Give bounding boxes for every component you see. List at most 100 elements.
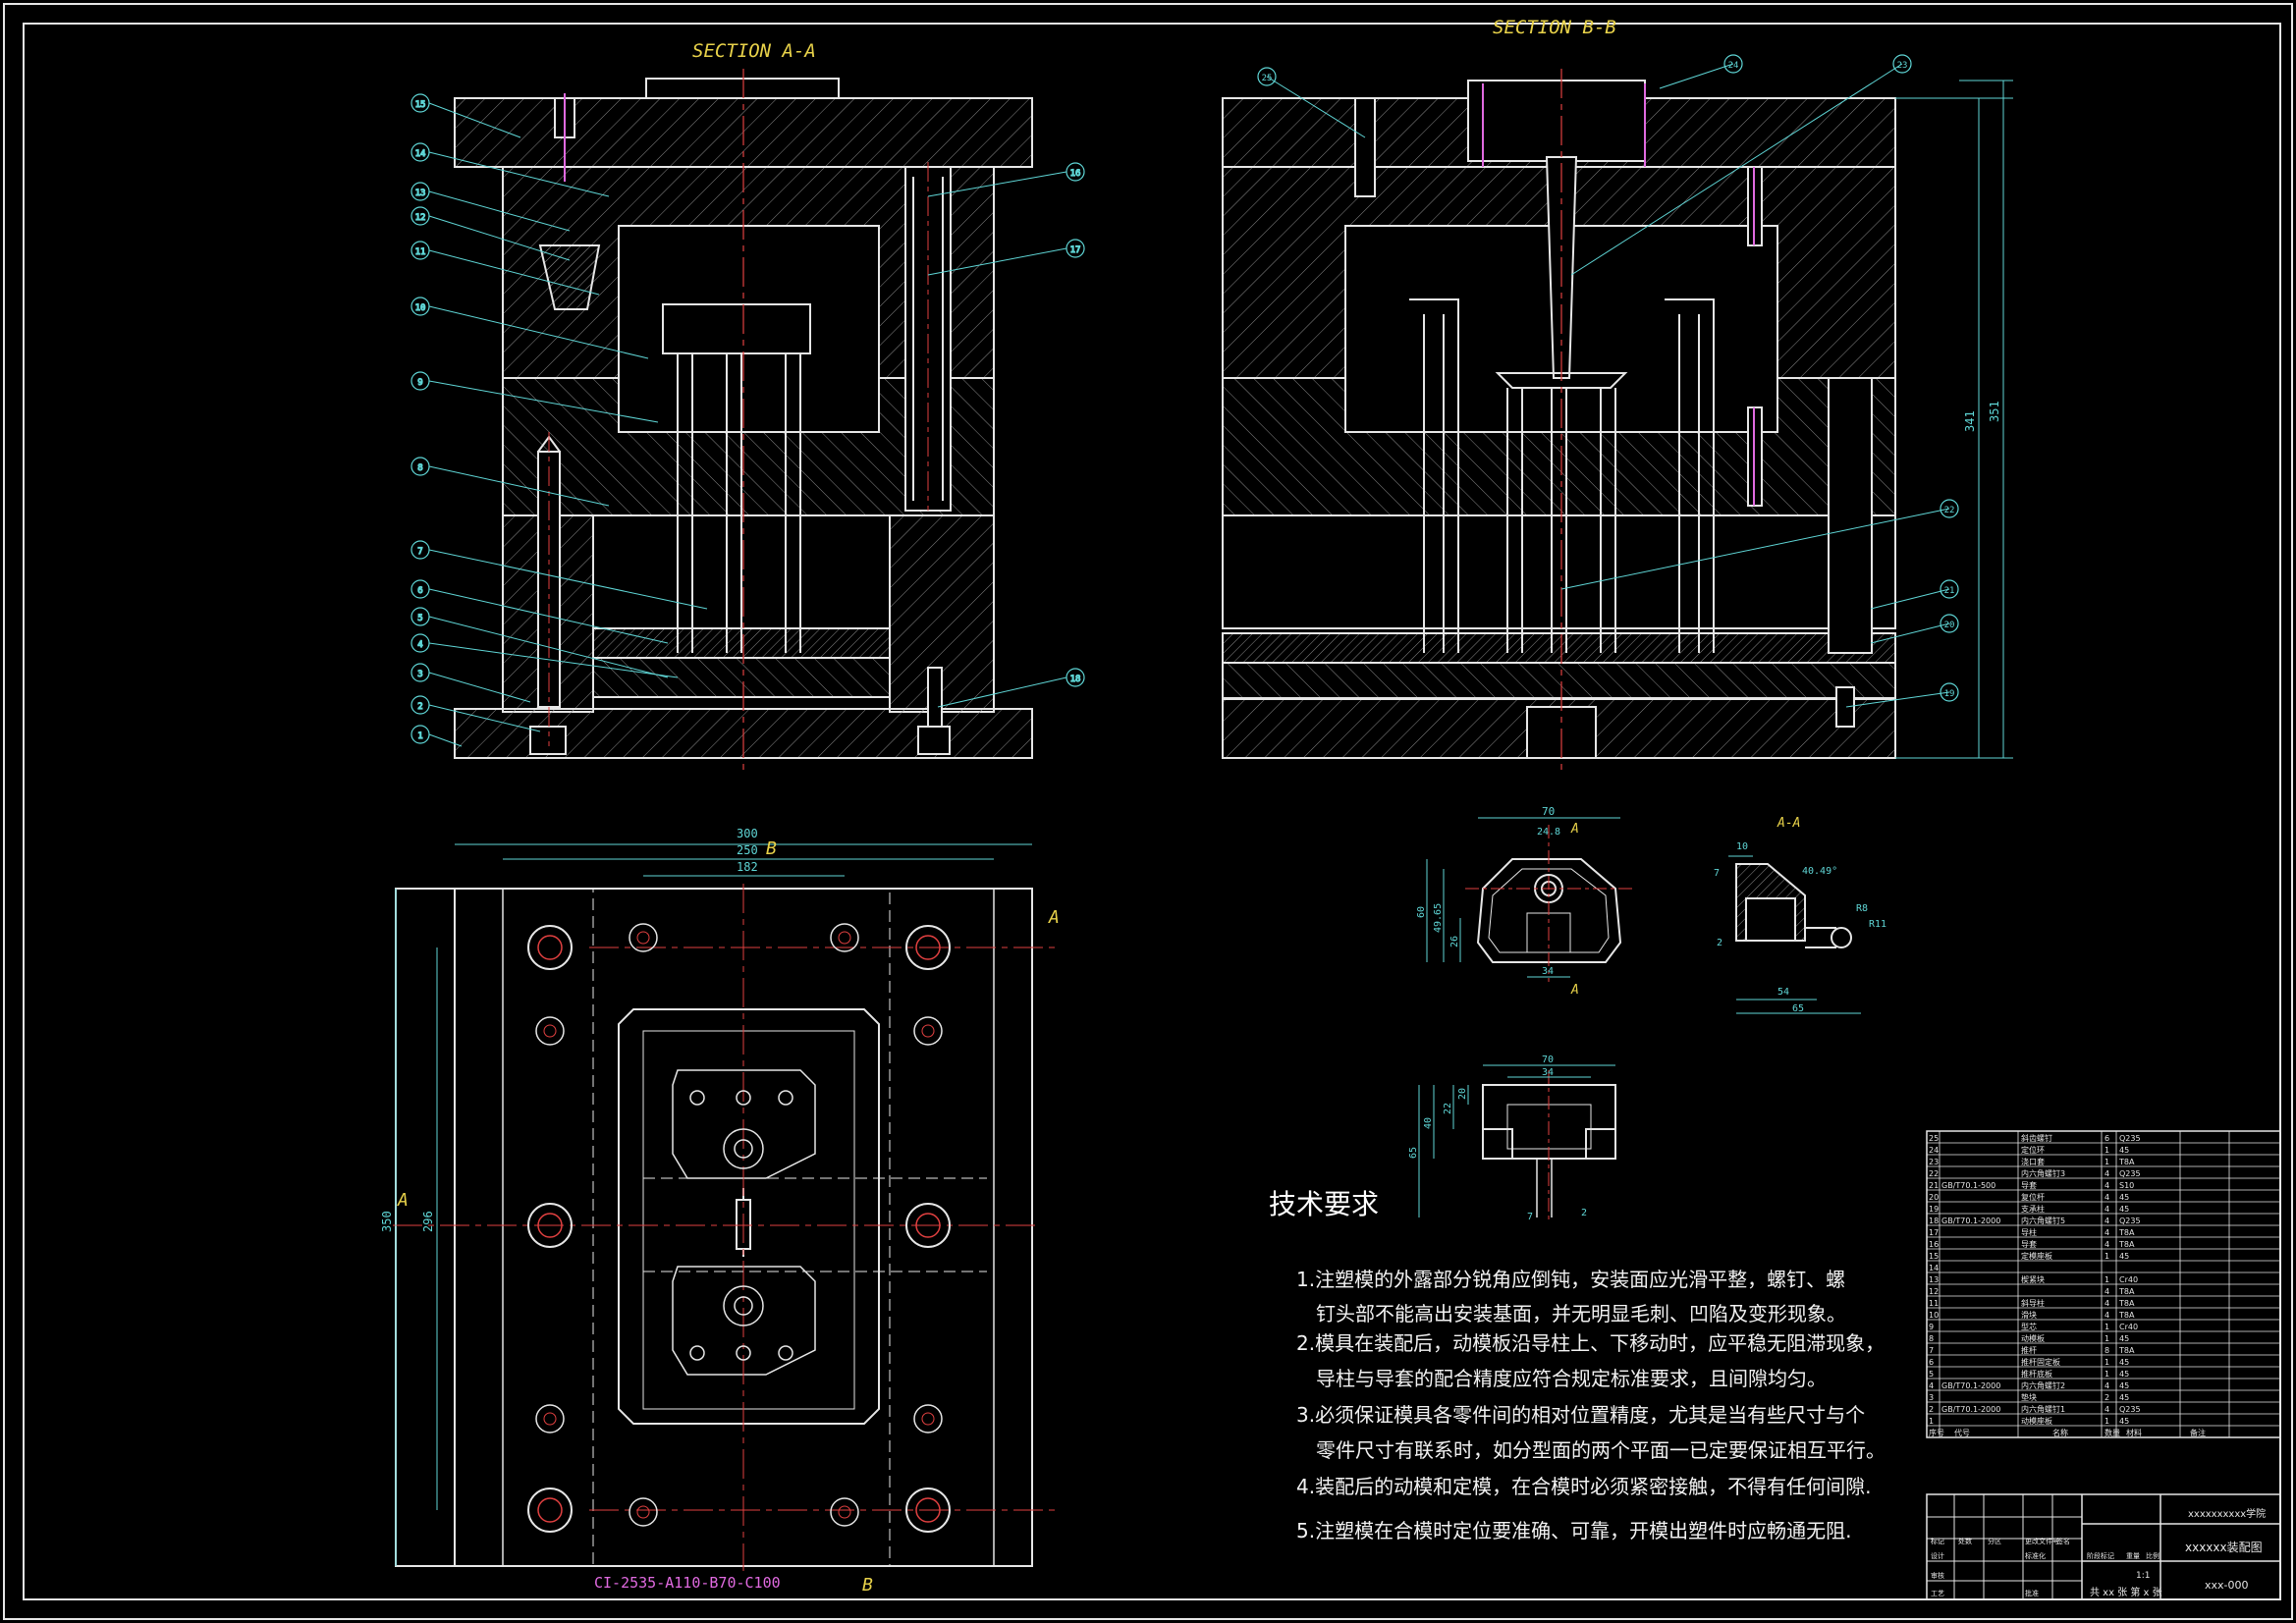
bom-cell: 4 <box>2105 1228 2109 1237</box>
bom-cell: 4 <box>1929 1381 1934 1390</box>
callout-label-9: 9 <box>417 378 422 388</box>
bom-cell: 45 <box>2119 1252 2129 1261</box>
bom-cell: 1 <box>2105 1275 2109 1284</box>
inner-border <box>23 23 2281 1600</box>
sec-dim-2: 2 <box>1717 938 1722 948</box>
tech-line-3: 2.模具在装配后，动模板沿导柱上、下移动时，应平稳无阻滞现象， <box>1296 1331 1885 1355</box>
callout-label-7: 7 <box>417 547 422 557</box>
screw-hole <box>629 1497 658 1527</box>
bom-cell: 45 <box>2119 1205 2129 1214</box>
bom-cell: 定模座板 <box>2021 1251 2052 1261</box>
bom-cell: 8 <box>1929 1334 1934 1343</box>
bom-cell: 2 <box>1929 1405 1934 1414</box>
bom-cell: 动模板 <box>2021 1333 2045 1343</box>
screw-hole-inner <box>636 931 650 945</box>
section-mark-b-top: B <box>766 839 777 859</box>
ejector-pin <box>689 1090 705 1106</box>
bom-cell: 4 <box>2105 1287 2109 1296</box>
bom-header-cell: 数量 <box>2105 1428 2120 1437</box>
bom-cell: 1 <box>2105 1252 2109 1261</box>
screw-hole <box>913 1016 943 1046</box>
bom-cell: 楔紧块 <box>2021 1274 2045 1284</box>
callout-label-17: 17 <box>1070 245 1081 255</box>
callout-label-19: 19 <box>1944 689 1955 699</box>
tb-drawing-no: xxx-000 <box>2205 1579 2249 1592</box>
guide-hole-inner <box>537 1213 563 1238</box>
bom-cell: 19 <box>1929 1205 1939 1214</box>
bom-cell: 5 <box>1929 1370 1934 1379</box>
callout-label-4: 4 <box>417 640 422 650</box>
bom-cell: 24 <box>1929 1146 1939 1155</box>
height-dim-2: 341 <box>1963 410 1977 432</box>
top-dim-49-65: 49.65 <box>1433 903 1444 933</box>
callout-label-14: 14 <box>415 149 426 159</box>
callout-label-25: 25 <box>1262 74 1273 83</box>
bom-cell: 内六角螺钉1 <box>2021 1404 2065 1414</box>
bom-cell: 3 <box>1929 1393 1934 1402</box>
bom-cell: 25 <box>1929 1134 1939 1143</box>
callout-23 <box>1892 54 1912 74</box>
bom-cell: 推杆 <box>2021 1345 2037 1355</box>
bom-cell: 45 <box>2119 1417 2129 1426</box>
ejector-pin <box>778 1345 793 1361</box>
bom-cell: 1 <box>2105 1370 2109 1379</box>
callout-label-13: 13 <box>415 189 426 198</box>
tech-title: 技术要求 <box>1269 1188 1379 1220</box>
tb-label-1: 处数 <box>1958 1537 1972 1545</box>
bom-cell: GB/T70.1-2000 <box>1941 1405 2000 1414</box>
bom-cell: Q235 <box>2119 1169 2141 1178</box>
bom-cell: 4 <box>2105 1240 2109 1249</box>
bom-cell: GB/T70.1-2000 <box>1941 1381 2000 1390</box>
callout-label-6: 6 <box>417 586 422 596</box>
tech-line-4: 导柱与导套的配合精度应符合规定标准要求，且间隙均匀。 <box>1316 1367 1827 1390</box>
top-section-a-mark: A <box>1570 822 1579 837</box>
top-dim-34: 34 <box>1542 966 1554 977</box>
bom-cell: 导柱 <box>2021 1227 2037 1237</box>
bom-cell: 垫块 <box>2021 1392 2037 1402</box>
bom-cell: 4 <box>2105 1405 2109 1414</box>
bom-cell: 1 <box>1929 1417 1934 1426</box>
bom-cell: 13 <box>1929 1275 1939 1284</box>
callout-label-20: 20 <box>1944 621 1955 630</box>
bom-cell: 11 <box>1929 1299 1939 1308</box>
bom-cell: 21 <box>1929 1181 1939 1190</box>
screw-hole-inner <box>636 1505 650 1519</box>
boss-hole <box>734 1296 753 1316</box>
bom-cell: 4 <box>2105 1193 2109 1202</box>
callout-label-10: 10 <box>415 303 426 313</box>
bom-cell: T8A <box>2118 1311 2135 1320</box>
tb-label-13: 批准 <box>2025 1589 2039 1597</box>
bom-cell: 复位杆 <box>2021 1192 2045 1202</box>
screw-hole-inner <box>543 1024 557 1038</box>
front-dim-2: 2 <box>1581 1208 1587 1218</box>
bom-cell: 10 <box>1929 1311 1939 1320</box>
bom-cell: 内六角螺钉2 <box>2021 1380 2065 1390</box>
callout-label-24: 24 <box>1728 61 1739 71</box>
tb-label-7: 标准化 <box>2025 1551 2046 1560</box>
bom-cell: T8A <box>2118 1240 2135 1249</box>
tb-label-3: 更改文件号 <box>2025 1537 2059 1545</box>
bom-cell: 14 <box>1929 1264 1939 1272</box>
bom-cell: 1 <box>2105 1417 2109 1426</box>
front-dim-70: 70 <box>1542 1055 1554 1065</box>
bom-cell: 1 <box>2105 1323 2109 1331</box>
bom-cell: 7 <box>1929 1346 1934 1355</box>
screw-hole <box>830 923 859 952</box>
tb-label-0: 标记 <box>1931 1537 1944 1545</box>
bom-cell: 滑块 <box>2021 1310 2037 1320</box>
height-dim-1: 351 <box>1988 401 2001 422</box>
bom-cell: S10 <box>2119 1181 2134 1190</box>
sec-dim-r11: R11 <box>1869 919 1886 930</box>
ejector-pin <box>689 1345 705 1361</box>
section-bb-label: SECTION B-B <box>1493 17 1616 38</box>
callout-label-5: 5 <box>417 614 422 623</box>
part-section-view <box>1728 855 1861 1014</box>
callout-label-23: 23 <box>1897 61 1908 71</box>
bom-cell: 支承柱 <box>2021 1204 2045 1214</box>
ejector-pin <box>736 1345 751 1361</box>
bom-cell: 型芯 <box>2021 1322 2037 1331</box>
